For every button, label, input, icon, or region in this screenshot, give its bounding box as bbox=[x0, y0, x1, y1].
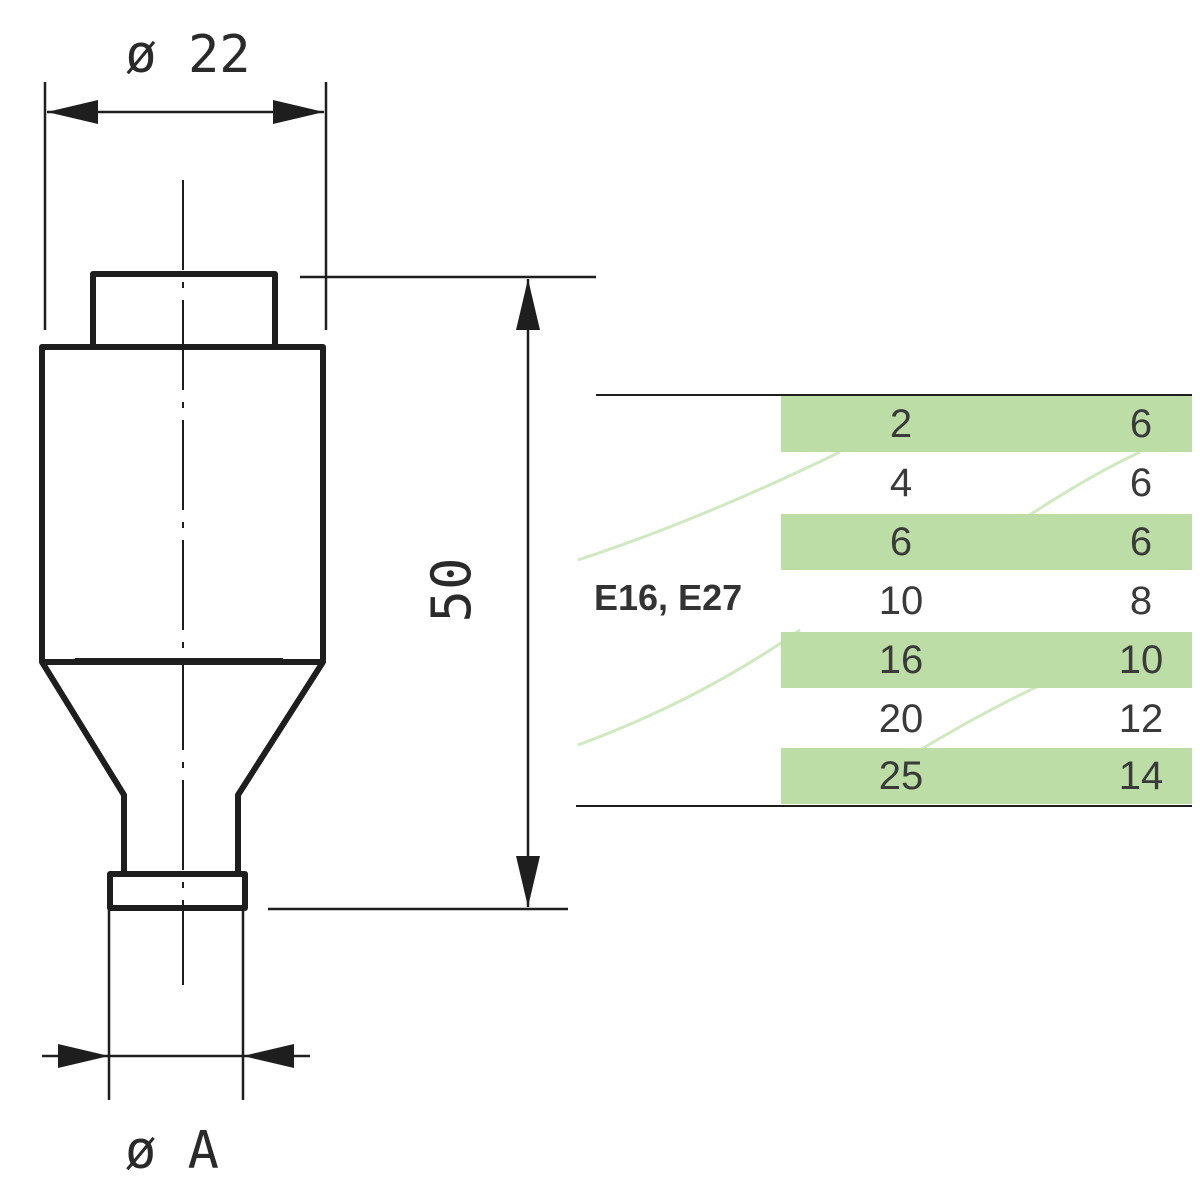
bottom-diameter-label: ø A bbox=[125, 1121, 219, 1181]
table-cell-a: 10 bbox=[878, 579, 924, 623]
decor-curve-2 bbox=[577, 628, 801, 747]
arrow-down-icon bbox=[516, 856, 540, 907]
arrow-right-icon bbox=[273, 100, 324, 124]
table-cell-b: 12 bbox=[1118, 697, 1164, 741]
fuse-taper-right bbox=[235, 660, 326, 874]
fuse-taper-left bbox=[39, 660, 127, 874]
table-cell-b: 10 bbox=[1118, 638, 1164, 682]
table-cell-b: 8 bbox=[1129, 579, 1153, 623]
table-row: 6 6 bbox=[781, 514, 1192, 570]
table-row: 4 6 bbox=[781, 455, 1192, 511]
table-row: 10 8 bbox=[781, 573, 1192, 629]
table-rule-bottom bbox=[576, 805, 1192, 807]
arrow-up-icon bbox=[516, 279, 540, 330]
table-cell-a: 6 bbox=[889, 520, 913, 564]
arrow-inward-right-icon bbox=[243, 1044, 294, 1068]
table-cell-a: 2 bbox=[889, 402, 913, 446]
height-label: 50 bbox=[420, 557, 483, 622]
table-cell-a: 16 bbox=[878, 638, 924, 682]
table-row: 25 14 bbox=[781, 748, 1192, 804]
top-diameter-label: ø 22 bbox=[125, 25, 250, 85]
fuse-cap bbox=[90, 271, 278, 345]
table-cell-b: 6 bbox=[1129, 402, 1153, 446]
table-cell-b: 6 bbox=[1129, 520, 1153, 564]
arrow-left-icon bbox=[47, 100, 98, 124]
height-dimension bbox=[268, 275, 596, 911]
table-cell-a: 4 bbox=[889, 461, 913, 505]
table-cell-b: 14 bbox=[1118, 754, 1164, 798]
decor-curve-1 bbox=[577, 450, 841, 562]
table-row: 2 6 bbox=[781, 396, 1192, 452]
table-cell-b: 6 bbox=[1129, 461, 1153, 505]
socket-label: E16, E27 bbox=[594, 577, 743, 618]
table-rule-top bbox=[596, 394, 1192, 396]
spec-table: 2 6 4 6 6 6 10 8 16 10 20 12 25 14 E16, … bbox=[576, 394, 1192, 807]
bottom-diameter-dimension bbox=[42, 910, 310, 1100]
table-cell-a: 20 bbox=[878, 697, 924, 741]
table-cell-a: 25 bbox=[878, 754, 924, 798]
table-row: 20 12 bbox=[781, 691, 1192, 747]
fuse-contact-ring bbox=[107, 871, 248, 911]
arrow-inward-left-icon bbox=[58, 1044, 109, 1068]
table-row: 16 10 bbox=[781, 632, 1192, 688]
